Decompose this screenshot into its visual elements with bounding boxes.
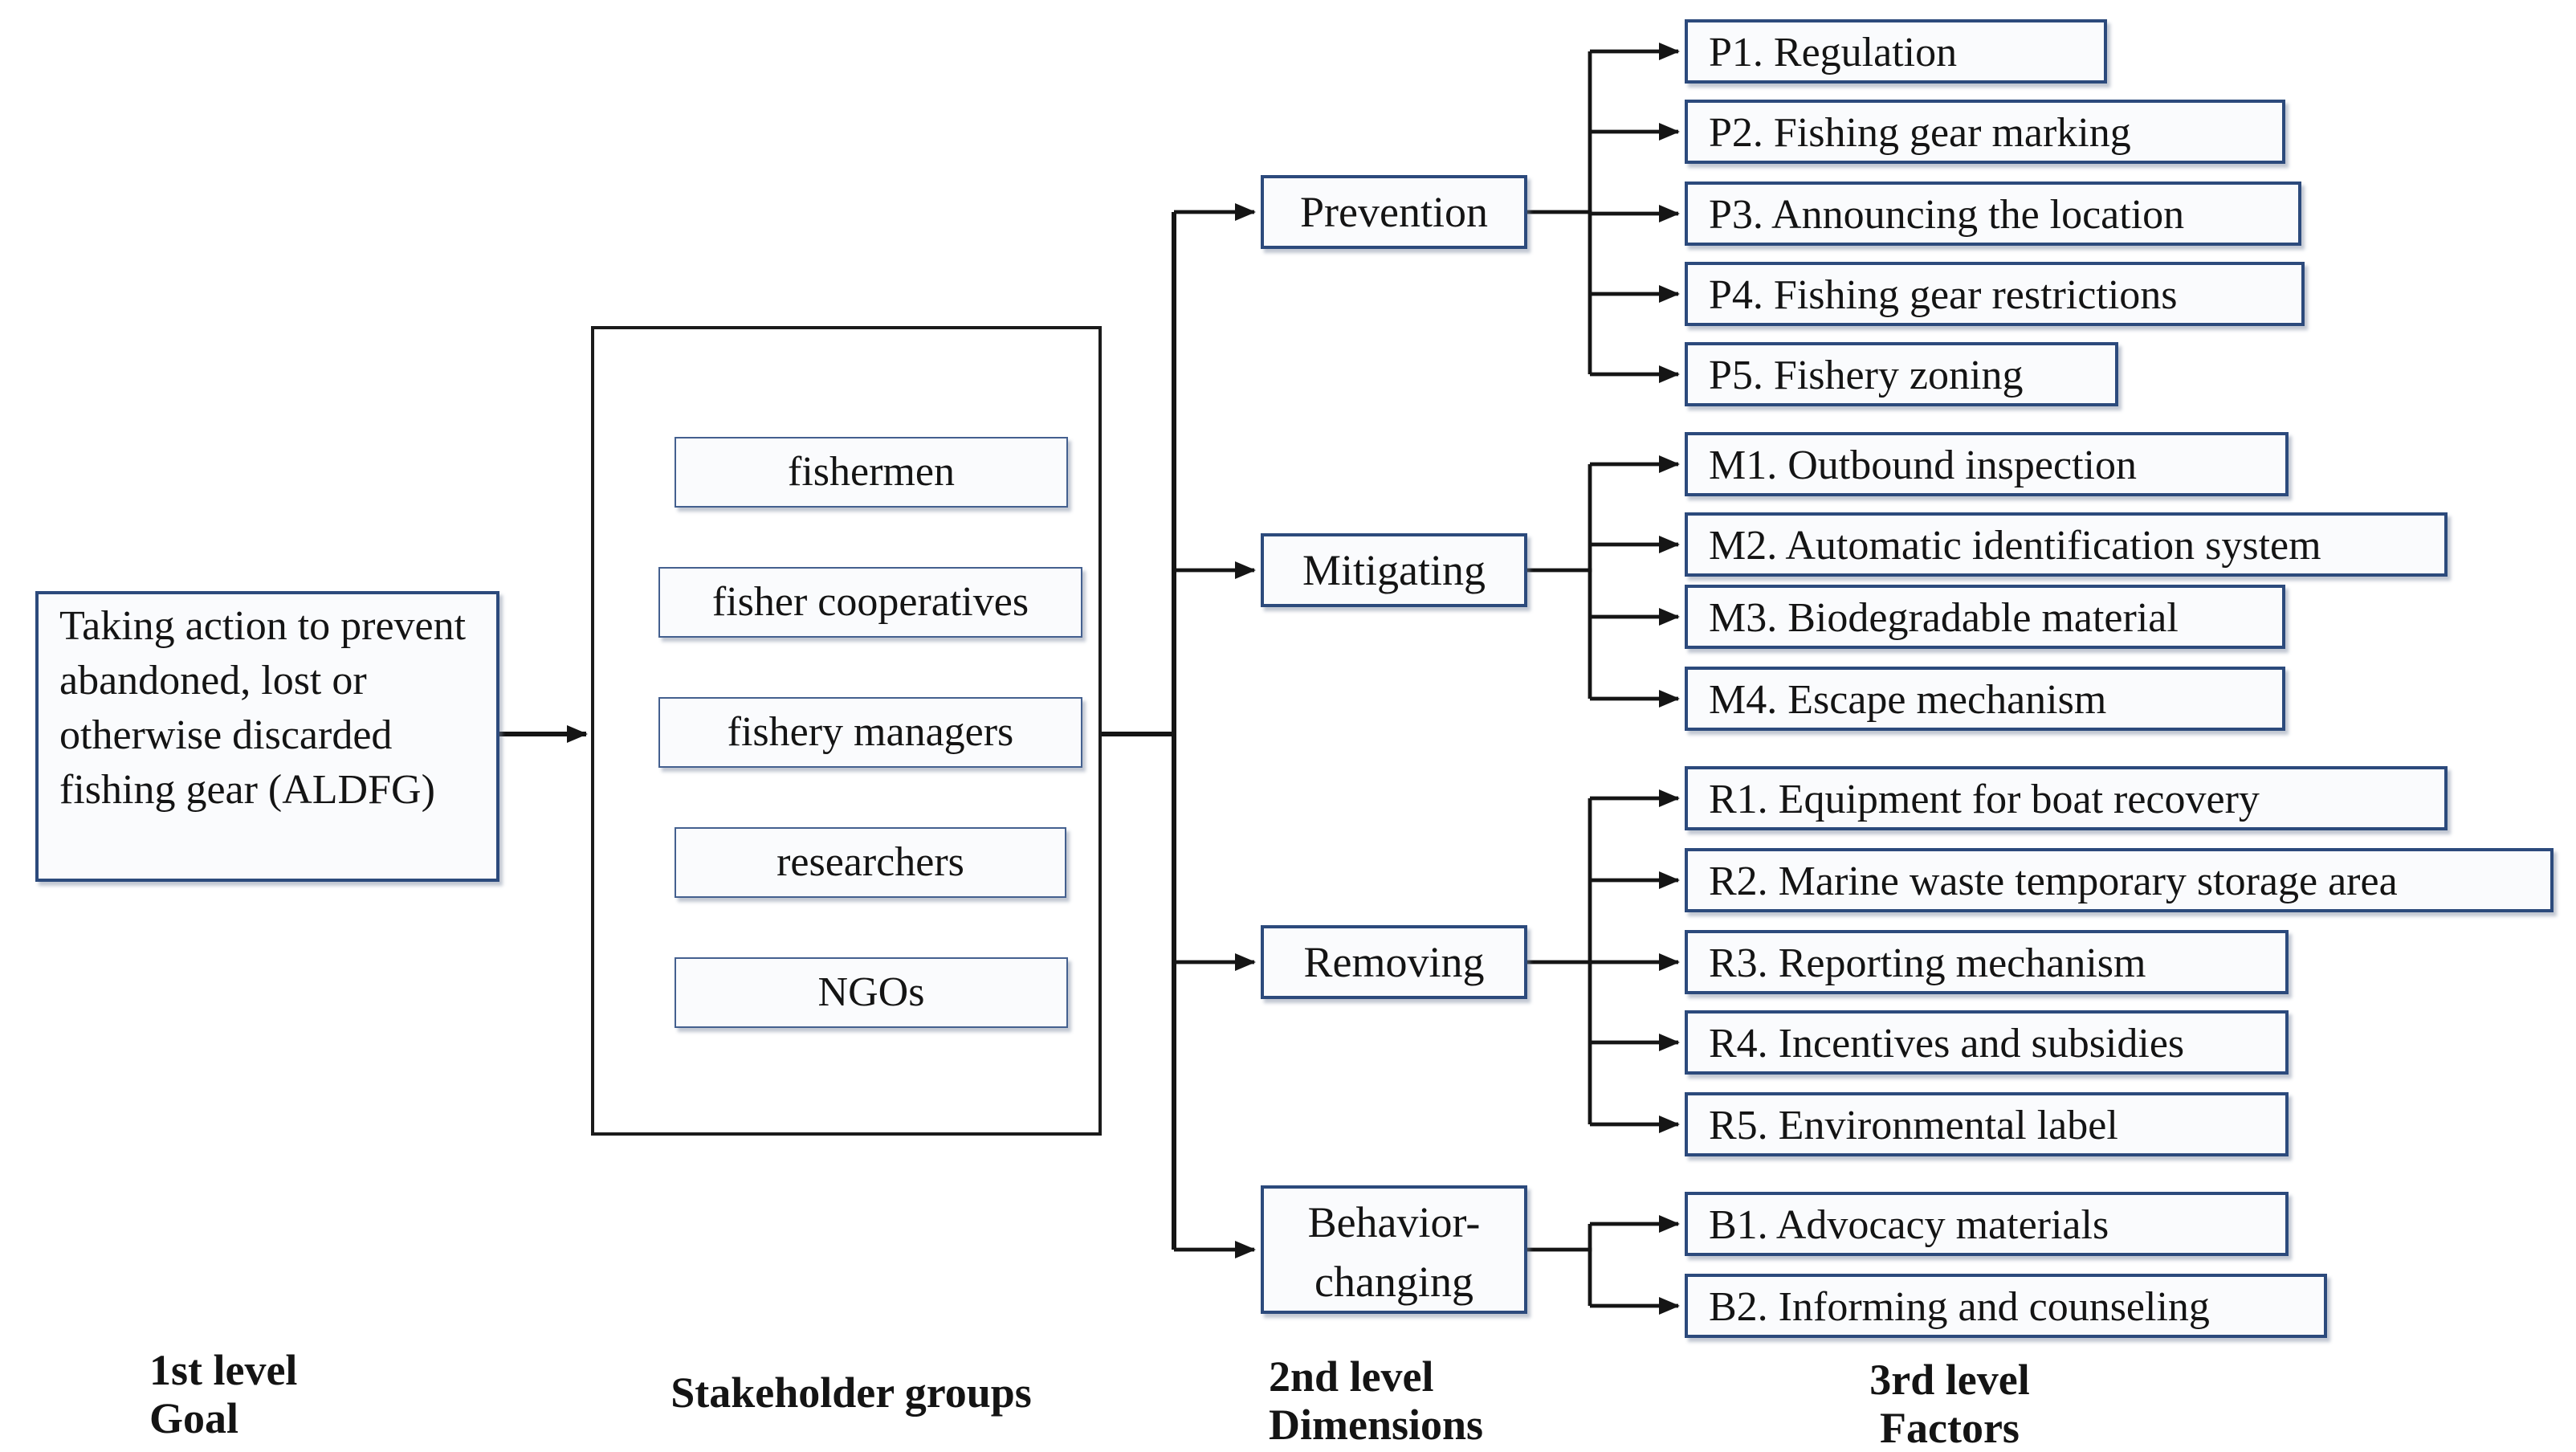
- level-label-dimensions-line2: Dimensions: [1269, 1401, 1484, 1449]
- factor-box-m2: M2. Automatic identification system: [1685, 512, 2448, 577]
- goal-box: Taking action to prevent abandoned, lost…: [35, 591, 499, 882]
- stakeholder-item-fishermen: fishermen: [675, 437, 1068, 508]
- level-label-dimensions: 2nd level Dimensions: [1269, 1352, 1483, 1449]
- factor-box-r5: R5. Environmental label: [1685, 1092, 2289, 1156]
- factor-box-r2: R2. Marine waste temporary storage area: [1685, 848, 2554, 912]
- factor-box-r1: R1. Equipment for boat recovery: [1685, 766, 2448, 830]
- dimension-box-behavior-changing: Behavior-changing: [1261, 1185, 1527, 1314]
- factor-box-r4: R4. Incentives and subsidies: [1685, 1010, 2289, 1075]
- factor-box-m3: M3. Biodegradable material: [1685, 585, 2285, 649]
- factor-box-p3: P3. Announcing the location: [1685, 182, 2301, 246]
- factor-box-b1: B1. Advocacy materials: [1685, 1192, 2289, 1256]
- level-label-factors-line2: Factors: [1880, 1404, 2020, 1452]
- dimension-box-removing: Removing: [1261, 925, 1527, 999]
- stakeholder-item-researchers: researchers: [675, 827, 1066, 898]
- factor-box-p2: P2. Fishing gear marking: [1685, 100, 2285, 164]
- factor-box-b2: B2. Informing and counseling: [1685, 1274, 2327, 1338]
- level-label-stakeholders: Stakeholder groups: [670, 1368, 1032, 1417]
- dimension-box-mitigating: Mitigating: [1261, 533, 1527, 607]
- level-label-goal-line1: 1st level: [149, 1346, 298, 1394]
- stakeholder-item-ngos: NGOs: [675, 957, 1068, 1028]
- level-label-dimensions-line1: 2nd level: [1269, 1352, 1434, 1401]
- stakeholder-item-fisher-cooperatives: fisher cooperatives: [658, 567, 1082, 638]
- stakeholder-item-fishery-managers: fishery managers: [658, 697, 1082, 768]
- factor-box-p1: P1. Regulation: [1685, 19, 2107, 84]
- level-label-goal-line2: Goal: [149, 1394, 239, 1442]
- factor-box-m4: M4. Escape mechanism: [1685, 667, 2285, 731]
- factor-box-m1: M1. Outbound inspection: [1685, 432, 2289, 496]
- factor-box-p4: P4. Fishing gear restrictions: [1685, 262, 2305, 326]
- level-label-factors: 3rd level Factors: [1709, 1356, 2191, 1452]
- dimension-box-prevention: Prevention: [1261, 175, 1527, 249]
- level-label-factors-line1: 3rd level: [1869, 1356, 2030, 1404]
- level-label-goal: 1st level Goal: [149, 1346, 297, 1442]
- factor-box-r3: R3. Reporting mechanism: [1685, 930, 2289, 994]
- factor-box-p5: P5. Fishery zoning: [1685, 342, 2118, 406]
